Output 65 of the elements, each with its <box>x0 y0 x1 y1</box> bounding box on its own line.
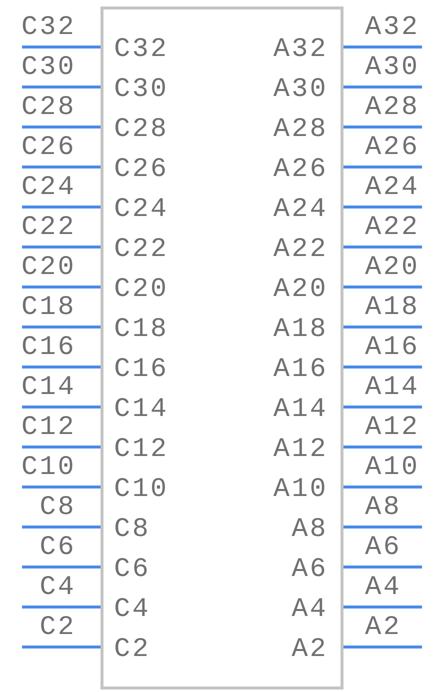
pin-number: C8 <box>40 493 76 523</box>
pin-name: C16 <box>114 355 169 385</box>
connector-body <box>100 6 344 690</box>
pin-number: C12 <box>21 413 76 443</box>
pin-number: C26 <box>21 133 76 163</box>
pin-number: C14 <box>21 373 76 403</box>
pin-name: C22 <box>114 235 169 265</box>
pin-name: A24 <box>273 195 328 225</box>
pin-number: C32 <box>21 13 76 43</box>
pin-name: A6 <box>292 555 328 585</box>
pin-name: A18 <box>273 315 328 345</box>
pin-number: A14 <box>365 373 420 403</box>
pin-number: C10 <box>21 453 76 483</box>
pin-name: C12 <box>114 435 169 465</box>
pin-name: A10 <box>273 475 328 505</box>
pin-name: A28 <box>273 115 328 145</box>
pin-name: A12 <box>273 435 328 465</box>
pin-number: C22 <box>21 213 76 243</box>
pin-number: C16 <box>21 333 76 363</box>
pin-number: A16 <box>365 333 420 363</box>
pin-name: A22 <box>273 235 328 265</box>
pin-name: A8 <box>292 515 328 545</box>
pin-name: A2 <box>292 635 328 665</box>
pin-name: C8 <box>114 515 150 545</box>
pin-name: C4 <box>114 595 150 625</box>
pin-number: C28 <box>21 93 76 123</box>
pin-number: A24 <box>365 173 420 203</box>
pin-number: A30 <box>365 53 420 83</box>
pin-number: A26 <box>365 133 420 163</box>
pin-number: A32 <box>365 13 420 43</box>
pin-name: C28 <box>114 115 169 145</box>
pin-number: C20 <box>21 253 76 283</box>
pin-name: C14 <box>114 395 169 425</box>
pin-name: C6 <box>114 555 150 585</box>
pin-number: A20 <box>365 253 420 283</box>
pin-number: A4 <box>365 573 402 603</box>
pin-number: C4 <box>40 573 76 603</box>
pin-name: A30 <box>273 75 328 105</box>
pin-number: A8 <box>365 493 402 523</box>
pin-name: C32 <box>114 35 169 65</box>
pin-name: A4 <box>292 595 328 625</box>
pin-number: A6 <box>365 533 402 563</box>
pin-number: C24 <box>21 173 76 203</box>
pin-number: C6 <box>40 533 76 563</box>
pin-name: A26 <box>273 155 328 185</box>
pin-name: C2 <box>114 635 150 665</box>
pin-number: C18 <box>21 293 76 323</box>
pin-number: A10 <box>365 453 420 483</box>
pin-name: A32 <box>273 35 328 65</box>
pin-name: A20 <box>273 275 328 305</box>
pin-name: C20 <box>114 275 169 305</box>
pin-number: A12 <box>365 413 420 443</box>
pin-number: A22 <box>365 213 420 243</box>
pin-number: C2 <box>40 613 76 643</box>
pin-name: A16 <box>273 355 328 385</box>
pin-name: A14 <box>273 395 328 425</box>
pin-number: A18 <box>365 293 420 323</box>
pin-name: C26 <box>114 155 169 185</box>
pin-name: C30 <box>114 75 169 105</box>
pin-name: C10 <box>114 475 169 505</box>
pin-number: A28 <box>365 93 420 123</box>
pin-name: C18 <box>114 315 169 345</box>
pin-number: C30 <box>21 53 76 83</box>
pin-number: A2 <box>365 613 402 643</box>
pin-name: C24 <box>114 195 169 225</box>
